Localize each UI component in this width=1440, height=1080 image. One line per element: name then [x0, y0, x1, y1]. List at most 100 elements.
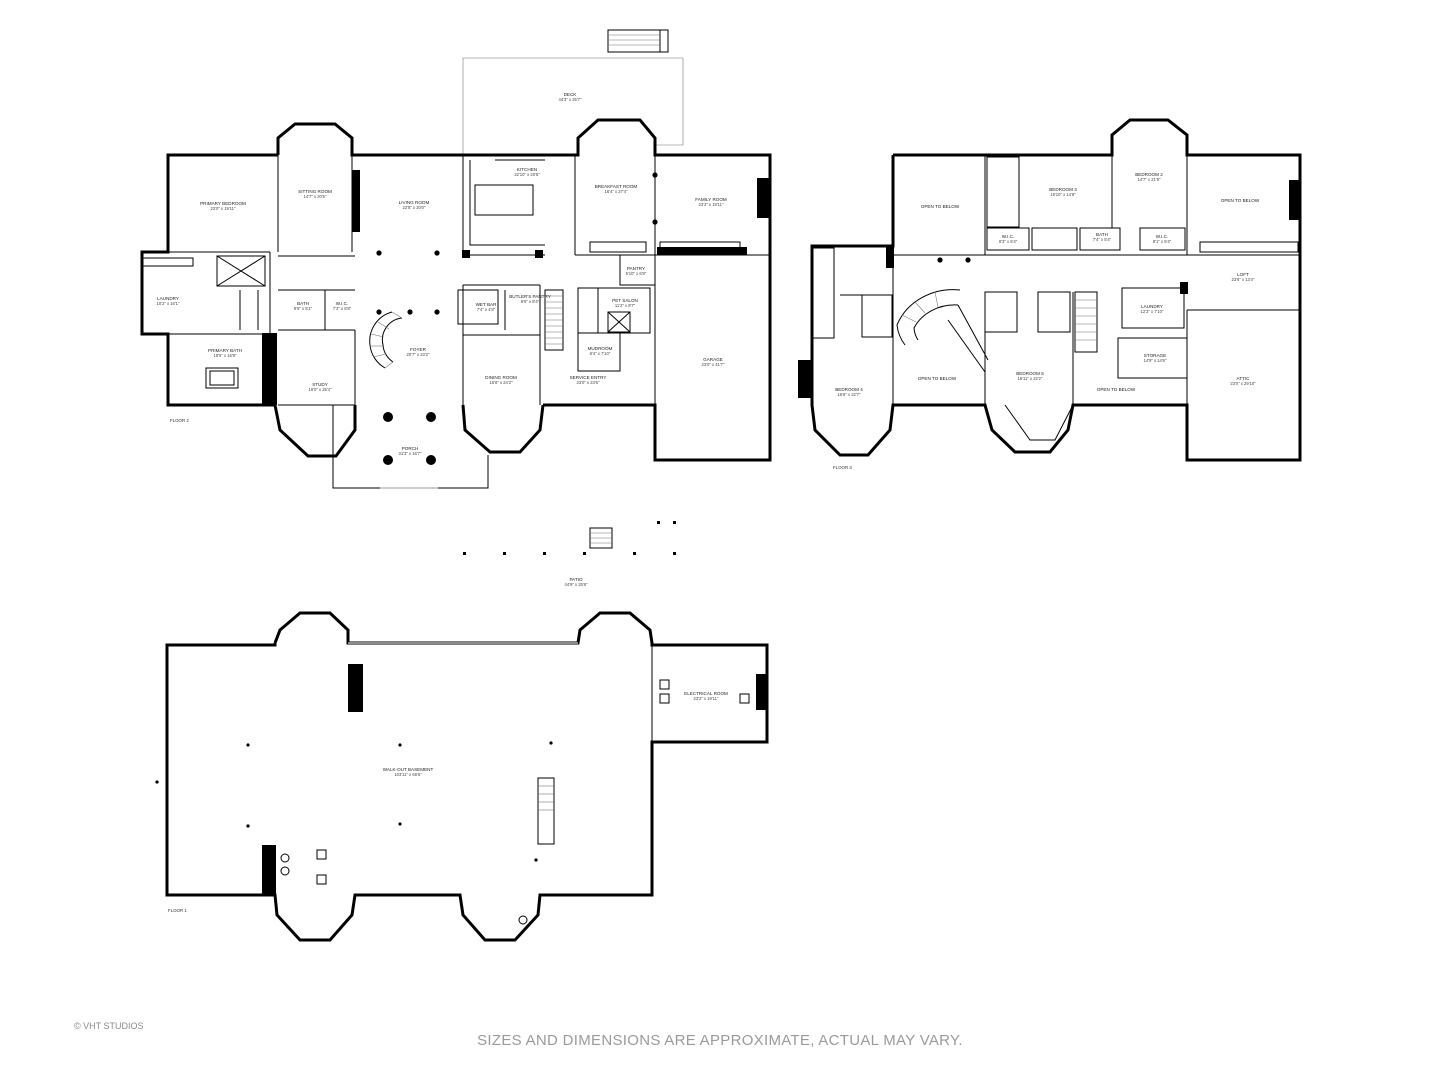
room-dim: 14'7" x 20'6" — [304, 194, 327, 199]
room-label: STORAGE — [1144, 353, 1166, 358]
copyright-text: © VHT STUDIOS — [74, 1021, 144, 1031]
deck — [462, 29, 684, 155]
room-label: PANTRY — [627, 266, 645, 271]
patio: PATIO 44'9" x 25'9" — [463, 521, 676, 587]
room-dim: 8'1" x 5'4" — [1153, 239, 1172, 244]
room-label: BREAKFAST ROOM — [595, 184, 638, 189]
room-dim: 8'4" x 7'10" — [590, 351, 611, 356]
room-label: LOFT — [1237, 272, 1249, 277]
floor-2-exterior-walls — [140, 118, 772, 489]
room-label: KITCHEN — [517, 167, 537, 172]
room-dim: 16'8" x 22'7" — [838, 392, 861, 397]
floor-3-plan: OPEN TO BELOW BEDROOM 3 19'10" x 14'8" B… — [798, 118, 1302, 470]
room-label: BEDROOM 5 — [1016, 371, 1044, 376]
room-dim: 18'5" x 16'8" — [214, 353, 237, 358]
room-label: GARAGE — [703, 357, 723, 362]
room-label: SERVICE ENTRY — [570, 375, 607, 380]
room-dim: 23'0" x 41'7" — [702, 362, 725, 367]
room-label: PET SALON — [612, 298, 638, 303]
room-label: LIVING ROOM — [399, 200, 430, 205]
room-label: W.I.C. — [1156, 234, 1169, 239]
room-label: ELECTRICAL ROOM — [684, 691, 728, 696]
floor-label: FLOOR 2 — [170, 418, 189, 423]
room-label: DECK — [564, 92, 578, 97]
room-dim: 7'4" x 4'8" — [477, 307, 496, 312]
room-label: BUTLER'S PANTRY — [509, 294, 551, 299]
floor-label: FLOOR 1 — [168, 908, 187, 913]
floor-1-labels: ELECTRICAL ROOM 23'2" x 19'11" WALK-OUT … — [168, 691, 728, 913]
room-dim: 7'3" x 6'8" — [333, 306, 352, 311]
room-label: STUDY — [312, 382, 328, 387]
room-dim: 14'9" x 14'6" — [1144, 358, 1167, 363]
floor-3-solids — [798, 180, 1300, 398]
room-label: WALK-OUT BASEMENT — [383, 767, 434, 772]
room-dim: 22'8" x 20'0" — [403, 205, 426, 210]
room-dim: 23'6" x 13'4" — [1232, 277, 1255, 282]
room-dim: 23'2" x 19'11" — [694, 696, 719, 701]
room-dim: 7'4" x 5'4" — [1093, 237, 1112, 242]
floor-1-interior — [280, 645, 750, 925]
room-dim: 5'10" x 6'8" — [626, 271, 647, 276]
floor-label: FLOOR 3 — [833, 465, 852, 470]
room-dim: 23'3" x 19'11" — [699, 202, 724, 207]
room-dim: 22'0" x 19'11" — [211, 206, 236, 211]
room-label: MUDROOM — [588, 346, 613, 351]
room-label: BEDROOM 2 — [1135, 172, 1163, 177]
room-label: BEDROOM 4 — [835, 387, 863, 392]
room-label: OPEN TO BELOW — [1221, 198, 1260, 203]
room-dim: 8'9" x 5'1" — [294, 306, 313, 311]
floor-2-labels: DECK 44'3" x 25'7" KITCHEN 22'10" x 20'5… — [157, 92, 727, 456]
floor-3-exterior-walls — [810, 118, 1302, 462]
room-dim: 16'11" x 22'2" — [1018, 376, 1043, 381]
room-label: PATIO — [569, 577, 583, 582]
floor-1-plan: PATIO 44'9" x 25'9" — [155, 521, 769, 942]
room-dim: 14'7" x 21'9" — [1138, 177, 1161, 182]
room-dim: 16'0" x 25'4" — [309, 387, 332, 392]
room-label: W.I.C. — [336, 301, 349, 306]
room-label: BATH — [1096, 232, 1108, 237]
room-label: WET BAR — [476, 302, 498, 307]
floor-3-staircase — [896, 289, 989, 373]
room-dim: 19'10" x 14'8" — [1050, 192, 1076, 197]
room-label: PRIMARY BATH — [208, 348, 242, 353]
foyer-curved-staircase — [369, 311, 403, 369]
room-label: DINING ROOM — [485, 375, 517, 380]
room-dim: 15'8" x 24'2" — [490, 380, 513, 385]
room-dim: 44'3" x 25'7" — [559, 97, 582, 102]
room-dim: 8'5" x 8'4" — [521, 299, 540, 304]
room-dim: 22'10" x 20'5" — [514, 172, 540, 177]
room-dim: 20'7" x 23'2" — [407, 352, 430, 357]
floor-3-labels: OPEN TO BELOW BEDROOM 3 19'10" x 14'8" B… — [833, 172, 1260, 470]
room-label: PORCH — [402, 446, 419, 451]
room-dim: 11'2" x 8'7" — [615, 303, 636, 308]
room-dim: 8'3" x 5'4" — [999, 239, 1018, 244]
room-label: OPEN TO BELOW — [918, 376, 957, 381]
room-dim: 10'2" x 16'1" — [157, 301, 180, 306]
room-label: FOYER — [410, 347, 427, 352]
room-dim: 103'11" x 66'6" — [394, 772, 422, 777]
room-label: BATH — [297, 301, 309, 306]
room-label: BEDROOM 3 — [1049, 187, 1077, 192]
floor-2-solids — [262, 170, 770, 465]
room-dim: 31'3" x 16'7" — [399, 451, 422, 456]
room-label: OPEN TO BELOW — [921, 204, 960, 209]
room-label: FAMILY ROOM — [695, 197, 727, 202]
floor-1-solids — [155, 664, 767, 895]
room-label: W.I.C. — [1002, 234, 1015, 239]
room-label: LAUNDRY — [157, 296, 179, 301]
room-dim: 44'9" x 25'9" — [565, 582, 588, 587]
floor-3-interior-walls — [811, 155, 1300, 460]
floor-2-plan: DECK 44'3" x 25'7" KITCHEN 22'10" x 20'5… — [140, 29, 772, 489]
disclaimer-text: SIZES AND DIMENSIONS ARE APPROXIMATE, AC… — [477, 1032, 963, 1049]
room-dim: 12'3" x 7'10" — [1141, 309, 1164, 314]
room-dim: 16'4" x 27'4" — [605, 189, 628, 194]
floor-1-exterior-walls — [165, 611, 769, 942]
room-label: OPEN TO BELOW — [1097, 387, 1136, 392]
room-dim: 23'0" x 29'10" — [1230, 381, 1256, 386]
room-label: LAUNDRY — [1141, 304, 1163, 309]
room-label: ATTIC — [1237, 376, 1251, 381]
room-dim: 23'0" x 23'6" — [577, 380, 600, 385]
room-label: PRIMARY BEDROOM — [200, 201, 246, 206]
room-label: SITTING ROOM — [298, 189, 332, 194]
